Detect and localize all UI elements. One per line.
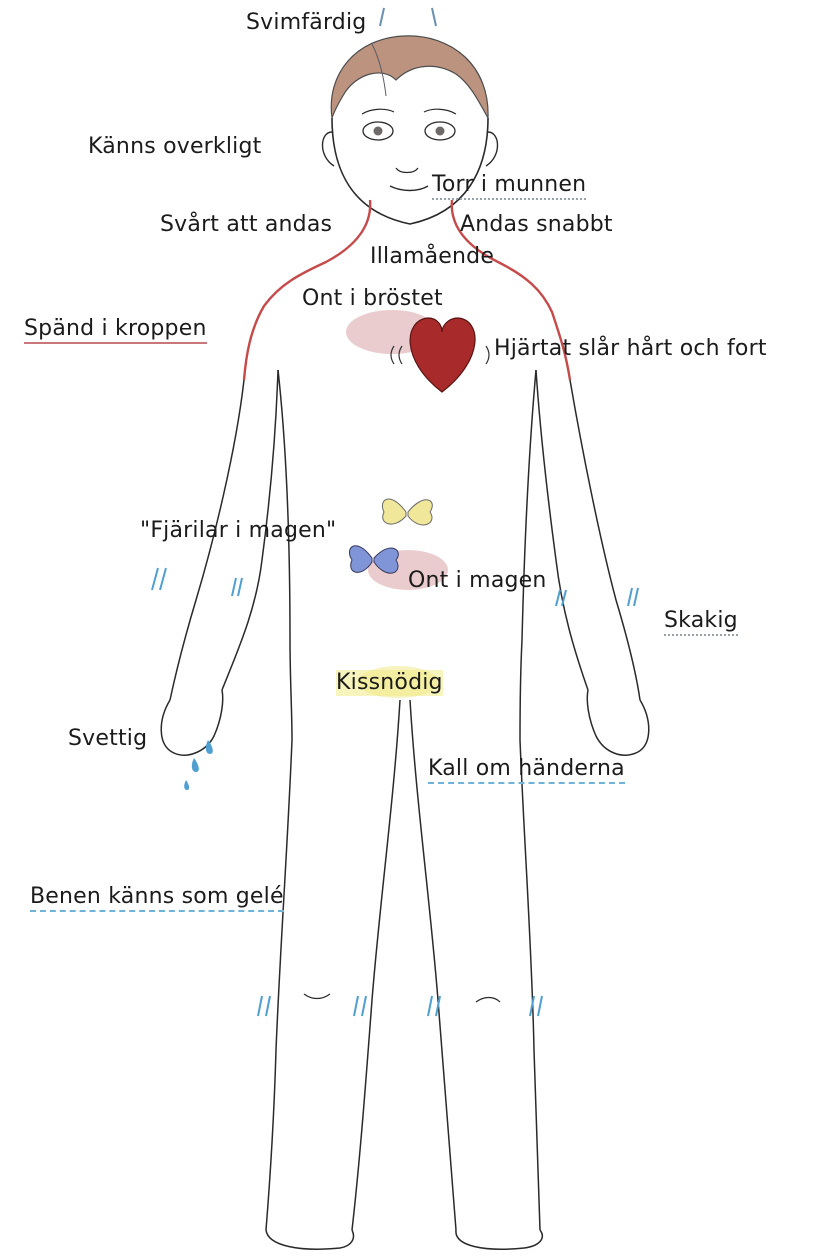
label-illamaende: Illamående [370,244,494,270]
label-hjartat: Hjärtat slår hårt och fort [494,336,767,362]
knee-marks [304,994,500,1002]
head [323,109,498,224]
label-kissnodig: Kissnödig [336,670,443,696]
label-torr-i-munnen: Torr i munnen [432,172,586,200]
label-ont-i-brostet: Ont i bröstet [302,286,443,312]
heart-icon [410,318,475,392]
label-ont-i-magen: Ont i magen [408,568,547,594]
yellow-butterfly-icon [382,499,432,525]
label-svart-att-andas: Svårt att andas [160,212,332,238]
hair [331,36,488,118]
body-outline [161,370,649,1249]
label-benen: Benen känns som gelé [30,884,284,912]
label-kanns-overkligt: Känns overkligt [88,134,261,160]
label-kall-om-handerna: Kall om händerna [428,756,625,784]
label-skakig: Skakig [664,608,738,636]
label-fjarilar: "Fjärilar i magen" [140,518,336,544]
label-svimfardig: Svimfärdig [246,10,366,36]
label-spand-i-kroppen: Spänd i kroppen [24,316,207,344]
label-svettig: Svettig [68,726,147,752]
label-andas-snabbt: Andas snabbt [460,212,613,238]
sweat-drop-icon [184,740,213,790]
